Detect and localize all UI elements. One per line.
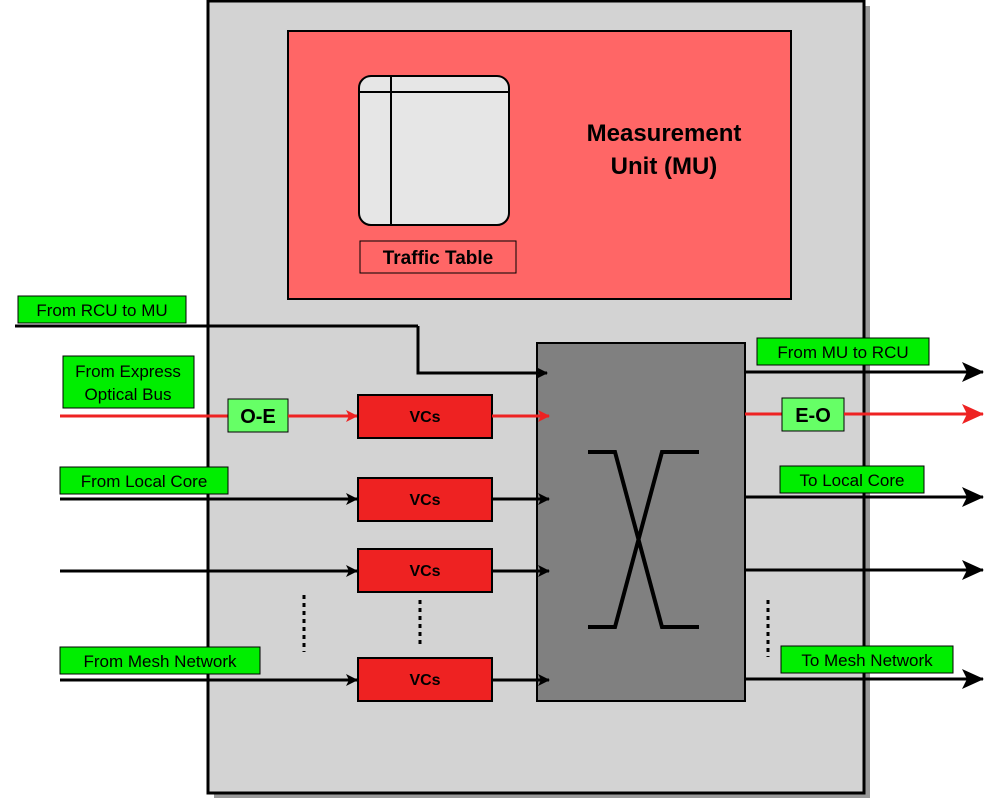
label-express-line2: Optical Bus	[85, 385, 172, 404]
mu-title-line1: Measurement	[587, 120, 742, 147]
vc-label-3: VCs	[409, 563, 440, 580]
crossbar-switch-icon	[588, 450, 699, 629]
vc-buffer-1	[357, 394, 493, 439]
vc-buffer-2	[357, 477, 493, 522]
traffic-table-label: Traffic Table	[383, 248, 494, 269]
oe-converter	[227, 398, 289, 433]
label-box-mu-to-rcu	[756, 337, 930, 366]
label-mu-to-rcu: From MU to RCU	[777, 343, 908, 362]
rcu-to-mu-arrow	[416, 326, 548, 379]
label-box-to-local-core	[779, 465, 925, 494]
label-express-line1: From Express	[75, 362, 181, 381]
label-box-from-local-core	[59, 466, 229, 495]
label-to-local-core: To Local Core	[800, 471, 905, 490]
vc-label-4: VCs	[409, 672, 440, 689]
vc-label-2: VCs	[409, 492, 440, 509]
label-box-to-mesh	[780, 645, 954, 674]
traffic-table-label-box	[359, 240, 517, 274]
label-from-mesh: From Mesh Network	[83, 652, 237, 671]
crossbar-box	[536, 342, 746, 702]
mu-title-line2: Unit (MU)	[611, 153, 718, 180]
label-to-mesh: To Mesh Network	[801, 651, 933, 670]
eo-converter	[781, 397, 845, 432]
oe-label: O-E	[240, 406, 276, 428]
label-rcu-to-mu: From RCU to MU	[36, 301, 167, 320]
label-box-from-mesh	[59, 646, 261, 675]
label-box-rcu-to-mu	[17, 295, 187, 324]
eo-label: E-O	[795, 405, 831, 427]
traffic-table-icon	[358, 75, 510, 226]
label-box-express-bus	[62, 355, 195, 409]
label-from-local-core: From Local Core	[81, 472, 208, 491]
vc-label-1: VCs	[409, 409, 440, 426]
